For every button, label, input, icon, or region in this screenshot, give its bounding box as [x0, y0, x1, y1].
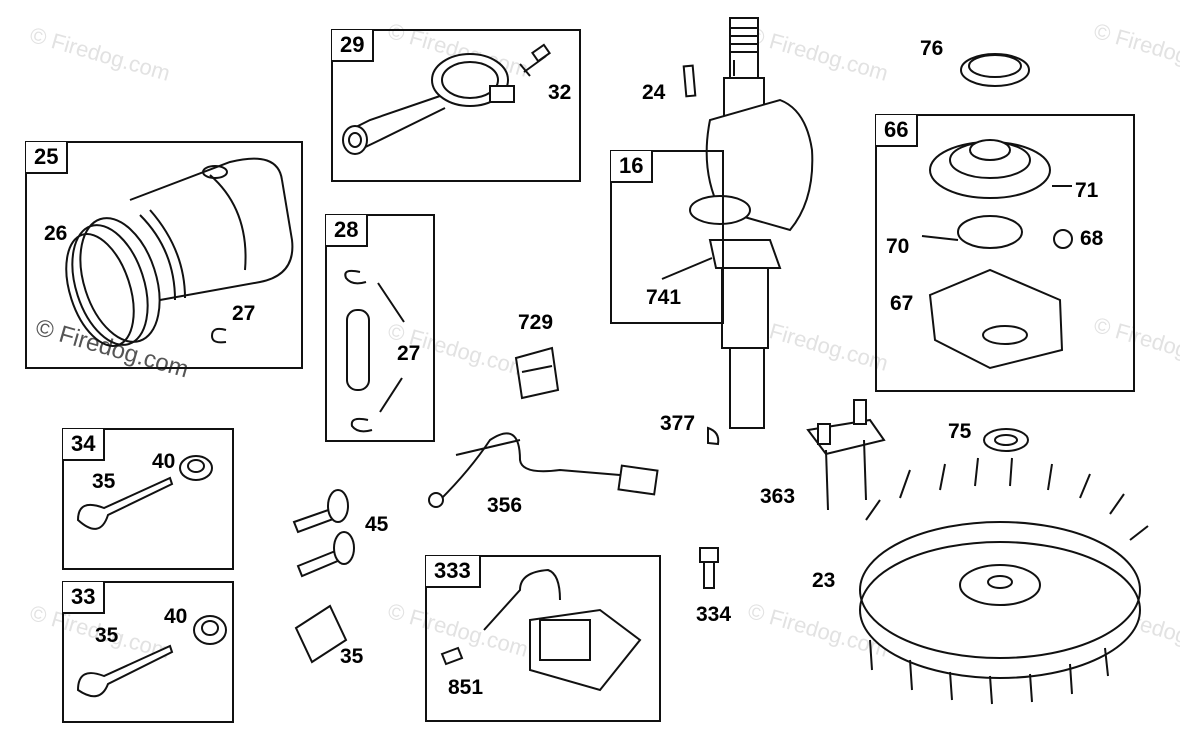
part-box-label: 16	[611, 151, 654, 183]
part-label-729: 729	[518, 311, 554, 334]
part-label-363: 363	[760, 485, 796, 508]
part-box-label: 66	[876, 115, 919, 147]
armature-drawing	[440, 568, 642, 692]
part-label-67: 67	[890, 292, 914, 315]
part-label-40: 40	[164, 605, 188, 628]
crankshaft-drawing	[689, 17, 814, 429]
spring-clip-drawing	[514, 346, 560, 400]
part-label-356: 356	[487, 494, 523, 517]
part-box-66: 66	[875, 114, 1135, 392]
part-box-16: 16	[610, 150, 724, 324]
part-label-76: 76	[920, 37, 944, 60]
part-label-23: 23	[812, 569, 836, 592]
part-label-40: 40	[152, 450, 176, 473]
part-box-label: 33	[63, 582, 106, 614]
part-box-33: 33	[62, 581, 234, 723]
flywheel-drawing	[859, 457, 1149, 705]
part-box-label: 29	[332, 30, 375, 62]
part-box-34: 34	[62, 428, 234, 570]
tappet-drawing	[292, 489, 355, 664]
part-label-741: 741	[646, 286, 682, 309]
part-label-75: 75	[948, 420, 972, 443]
part-box-28: 28	[325, 214, 435, 442]
part-label-334: 334	[696, 603, 732, 626]
part-label-24: 24	[642, 81, 666, 104]
pulley-drawing	[921, 139, 1073, 370]
part-label-35: 35	[340, 645, 364, 668]
part-box-25: 25	[25, 141, 303, 369]
part-box-label: 28	[326, 215, 369, 247]
wrist-pin-drawing	[344, 269, 405, 433]
part-label-68: 68	[1080, 227, 1104, 250]
part-label-70: 70	[886, 235, 910, 258]
part-label-35: 35	[92, 470, 116, 493]
part-label-27: 27	[397, 342, 421, 365]
bolt-drawing	[699, 547, 719, 589]
part-label-377: 377	[660, 412, 696, 435]
part-box-29: 29	[331, 29, 581, 182]
part-label-26: 26	[44, 222, 68, 245]
ground-wire-drawing	[428, 432, 659, 508]
part-box-label: 34	[63, 429, 106, 461]
part-box-label: 25	[26, 142, 69, 174]
valve-drawing	[76, 455, 227, 698]
part-box-333: 333	[425, 555, 661, 722]
bracket-drawing	[806, 399, 886, 511]
part-label-27: 27	[232, 302, 256, 325]
piston-drawing	[65, 157, 294, 347]
connecting-rod-drawing	[342, 43, 551, 155]
part-label-71: 71	[1075, 179, 1099, 202]
part-label-851: 851	[448, 676, 484, 699]
part-box-label: 333	[426, 556, 481, 588]
part-label-45: 45	[365, 513, 389, 536]
part-label-32: 32	[548, 81, 572, 104]
part-label-35: 35	[95, 624, 119, 647]
